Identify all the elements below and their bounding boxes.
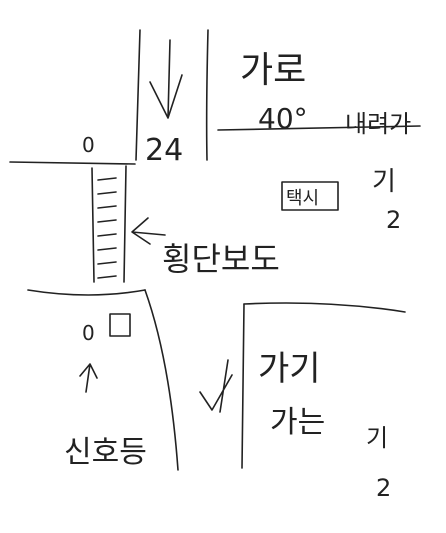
crosswalk-left-edge — [91, 167, 95, 283]
label-gagi: 가기 — [258, 349, 321, 389]
label-two-bottom: 2 — [376, 474, 391, 502]
horizontal-road-line-right — [217, 125, 421, 131]
horizontal-road-line — [9, 161, 136, 165]
road-edge-bottom-left — [27, 289, 146, 296]
arrow-down-icon — [149, 39, 183, 119]
label-taxi: 택시 — [286, 188, 319, 209]
label-crosswalk: 횡단보도 — [162, 240, 280, 278]
road-edge-bottom-right — [241, 303, 245, 469]
label-traffic-light: 신호등 — [64, 435, 147, 470]
arrow-down-bottom-icon — [199, 359, 233, 413]
label-two-top: 2 — [386, 206, 401, 234]
taxi-box — [281, 181, 339, 211]
road-edge-top-center — [205, 29, 209, 161]
road-edge-bottom-diagonal — [144, 289, 179, 471]
arrow-left-icon — [131, 217, 166, 245]
crosswalk-stripes — [97, 177, 117, 279]
label-garo: 가로 — [240, 50, 306, 91]
label-gi-top: 기 — [372, 167, 396, 197]
road-edge-bottom-right-top — [243, 302, 406, 313]
label-ganeun: 가는 — [270, 405, 325, 440]
label-forty-degrees: 40° — [258, 102, 308, 135]
arrow-up-small-icon — [79, 363, 98, 393]
label-zero-top: 0 — [82, 133, 95, 157]
road-edge-top-left — [135, 29, 141, 161]
crosswalk-right-edge — [123, 165, 127, 283]
small-square — [109, 313, 131, 337]
label-24: 24 — [145, 133, 183, 168]
label-gi-bottom: 기 — [366, 424, 388, 452]
label-naeryeoga: 내려가 — [345, 110, 411, 138]
label-zero-mid: 0 — [82, 321, 95, 345]
